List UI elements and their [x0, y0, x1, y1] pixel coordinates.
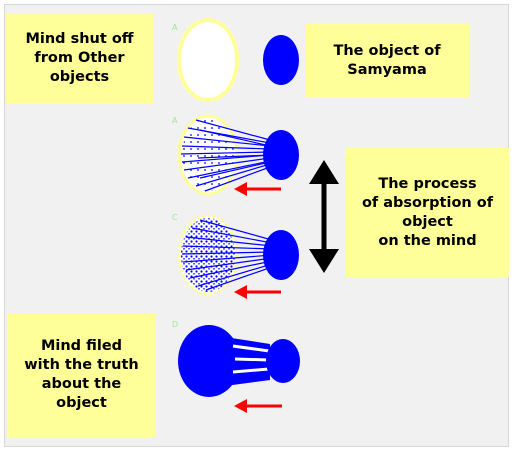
label-absorption-process: The process of absorption of object on t… — [346, 148, 509, 277]
stage-1-separate — [179, 20, 299, 100]
stage-4-filled — [178, 325, 300, 413]
stage-tag-4: D — [172, 320, 178, 329]
label-mind-filled: Mind filed with the truth about the obje… — [7, 313, 156, 437]
mind-dots-dense — [181, 218, 235, 292]
object-circle-4 — [266, 339, 300, 383]
red-arrow-3 — [234, 399, 282, 413]
empty-mind-circle — [179, 20, 237, 100]
object-circle-2 — [263, 130, 299, 180]
object-circle-3 — [263, 230, 299, 280]
mind-dots-sparse — [182, 119, 234, 191]
red-arrow-1 — [234, 182, 281, 196]
stage-3-absorption — [179, 216, 299, 299]
object-circle — [263, 35, 299, 85]
stage-2-absorption — [179, 116, 299, 196]
process-double-arrow — [309, 160, 339, 273]
stage-tag-2: A — [172, 116, 178, 125]
stage-tag-1: A — [172, 23, 178, 32]
label-object-of-samyama: The object of Samyama — [305, 23, 469, 98]
connecting-funnel — [225, 337, 270, 386]
red-arrow-2 — [234, 285, 281, 299]
stage-tag-3: C — [172, 213, 178, 222]
label-mind-shut-off: Mind shut off from Other objects — [5, 13, 154, 104]
